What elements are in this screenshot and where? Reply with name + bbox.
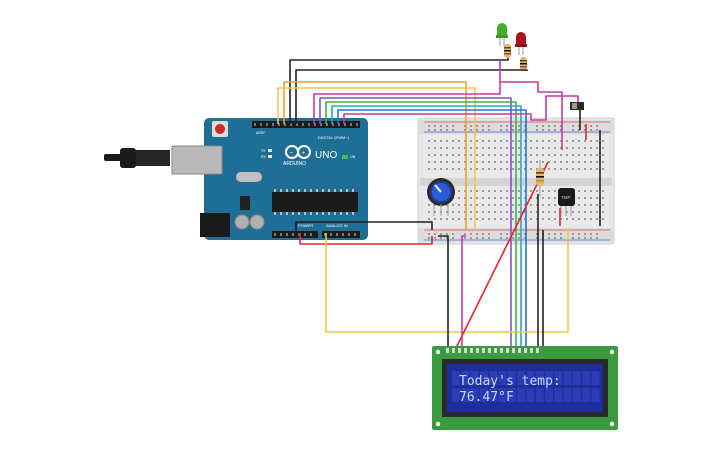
svg-text:−: − [290,151,294,157]
arduino-uno-board: DIGITAL (PWM~) AREF − + ARDUINO UNO TX R… [104,118,368,240]
wire-magenta-top [313,60,563,150]
digital-label: DIGITAL (PWM~) [318,135,350,140]
wires [277,58,601,349]
power-header [272,231,318,238]
green-led [496,23,508,46]
potentiometer[interactable] [427,178,455,216]
red-led-resistor [520,57,527,71]
lcd-line-1: Today's temp: [459,374,561,389]
wire-black-top [289,58,509,124]
wire-yellow-top [277,87,476,230]
usb-cable [104,154,124,161]
analog-label: ANALOG IN [326,223,348,228]
arduino-logo-text: ARDUINO [283,161,306,167]
wire-black-top-2 [295,69,528,124]
sensor-label: TMP [561,195,571,200]
red-led [515,32,527,55]
svg-text:+: + [302,151,306,157]
slide-switch[interactable] [570,102,584,110]
dc-jack [200,213,230,237]
wire-red-diagonal [455,161,549,349]
wire-red-5v [299,233,433,245]
tx-label: TX [261,149,266,153]
breadboard-resistor [536,160,544,196]
chip-legs [274,189,354,215]
lcd-module: Today's temp: 76.47°F [432,346,618,430]
wire-cyan [331,105,522,348]
power-label: POWER [298,223,313,228]
green-led-resistor [504,44,511,58]
wire-orange [283,81,467,230]
digital-header-pins [254,123,358,126]
aref-label: AREF [256,131,265,135]
wire-yellow-bottom [325,228,569,333]
lcd-line-2: 76.47°F [459,390,514,405]
digital-header [252,121,360,128]
wire-purple [319,97,512,348]
wire-blue [337,109,527,348]
lcd-character-cells [452,371,600,402]
power-led [342,155,348,159]
arduino-logo: − + [285,145,311,159]
uno-label: UNO [315,150,337,161]
on-label: ON [350,155,356,159]
temperature-sensor: TMP [558,188,575,216]
usb-connector [171,145,223,175]
bottom-header-pins [274,233,356,236]
lcd-header-pins [446,348,539,353]
analog-header [322,231,360,238]
rx-label: RX [261,155,267,159]
wire-black-lcd [438,235,449,348]
atmega-chip [272,192,358,212]
wire-magenta-lcd [461,235,466,348]
wire-magenta-right [343,95,579,124]
wire-black-gnd [295,221,433,233]
